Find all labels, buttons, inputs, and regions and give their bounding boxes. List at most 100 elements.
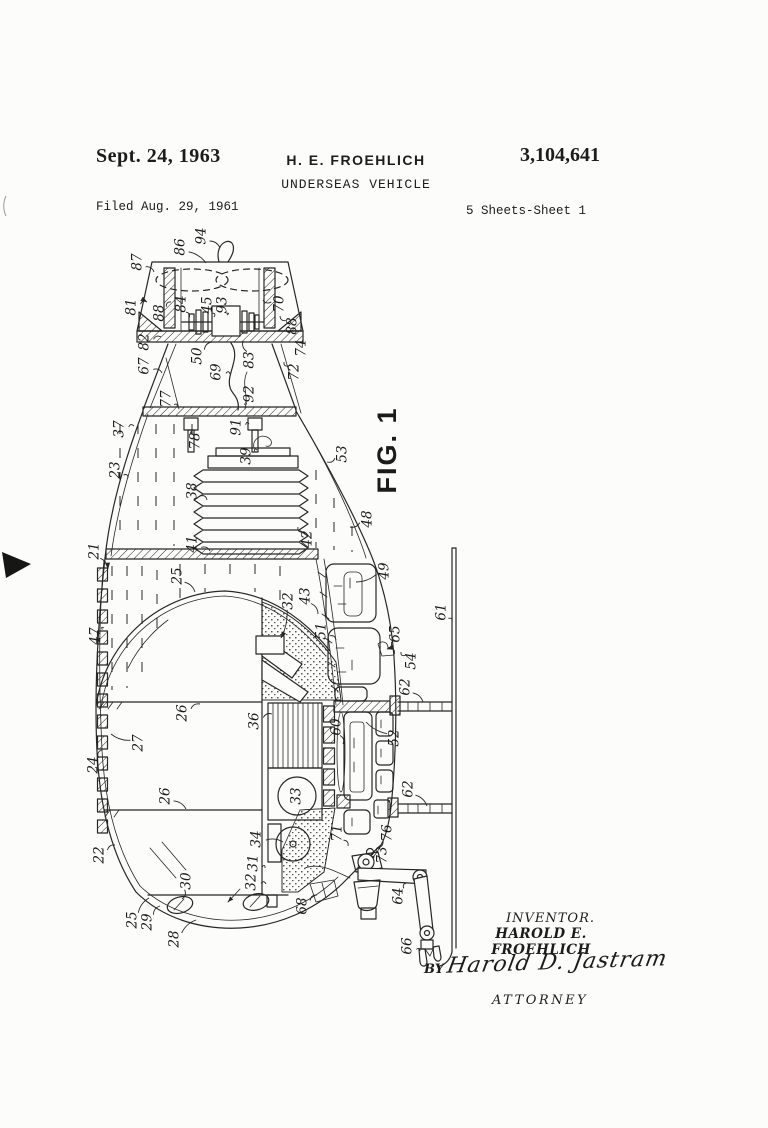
leader-line [98,750,102,757]
ref-label-71: 71 [330,824,346,841]
pipe-69 [229,343,238,410]
ref-label-29: 29 [140,913,156,932]
svg-text:47: 47 [88,627,104,646]
svg-text:24: 24 [86,756,102,774]
svg-text:88: 88 [152,304,168,322]
skid-strut-upper [390,696,452,715]
svg-text:34: 34 [249,830,265,847]
ref-label-22: 22 [92,846,108,864]
ref-label-91: 91 [229,418,245,435]
ref-label-32: 32 [281,592,297,609]
equipment-bay [326,564,395,834]
ref-label-39: 39 [239,447,255,465]
leader-line [226,372,230,374]
ref-label-62: 62 [398,678,414,695]
svg-text:66: 66 [400,937,416,955]
ref-label-34: 34 [249,830,265,847]
svg-text:32: 32 [244,873,260,890]
svg-text:26: 26 [158,787,174,806]
ref-label-81: 81 [124,298,140,315]
ref-label-33: 33 [289,787,305,804]
ref-label-94: 94 [194,227,210,244]
ref-label-32: 32 [244,873,260,890]
leader-line [182,890,185,899]
svg-text:65: 65 [388,625,404,642]
fitting-39 [254,436,272,448]
leader-line [174,801,186,809]
ref-label-93: 93 [215,296,231,313]
leader-line [138,898,149,913]
skid-strut-lower [388,798,452,817]
svg-text:62: 62 [401,780,417,797]
svg-text:32: 32 [281,592,297,609]
svg-text:83: 83 [242,351,258,368]
ref-label-64: 64 [391,887,407,904]
leader-line [255,449,257,451]
svg-text:64: 64 [391,887,407,904]
ref-label-21: 21 [87,542,103,560]
attorney-caption: ATTORNEY [492,993,588,1008]
svg-text:76: 76 [380,824,396,842]
ref-label-88: 88 [285,317,301,335]
ref-label-92: 92 [242,385,258,402]
svg-text:70: 70 [272,295,288,313]
ref-label-74: 74 [294,339,310,356]
svg-text:28: 28 [167,930,183,949]
ref-label-38: 38 [185,482,201,500]
ref-label-27: 27 [131,734,147,753]
svg-text:42: 42 [300,530,316,548]
leader-line [185,582,195,592]
ref-label-42: 42 [300,530,316,548]
hull [96,411,396,928]
ref-label-83: 83 [242,351,258,368]
ref-label-87: 87 [130,253,146,271]
leader-line [129,425,134,428]
svg-text:41: 41 [185,535,201,553]
ref-label-51: 51 [314,622,330,639]
ref-label-24: 24 [86,756,102,774]
svg-text:73: 73 [375,846,391,863]
ref-label-67: 67 [137,357,153,375]
svg-text:67: 67 [137,357,153,375]
ref-label-41: 41 [185,535,201,553]
svg-text:60: 60 [329,718,345,736]
svg-text:31: 31 [246,854,262,871]
leader-line [356,574,377,582]
leader-line [191,704,200,709]
ref-label-66: 66 [400,937,416,955]
ref-label-49: 49 [377,562,393,581]
scan-artifact-mark [2,552,31,578]
svg-text:71: 71 [330,824,346,841]
svg-text:72: 72 [287,363,303,380]
ref-label-82: 82 [137,333,153,350]
leader-line [189,252,206,263]
inventor-caption: INVENTOR. [506,911,595,926]
leader-line [204,342,212,350]
svg-text:69: 69 [209,363,225,381]
svg-text:29: 29 [140,913,156,932]
ref-label-88: 88 [152,304,168,322]
ref-label-77: 77 [159,390,175,408]
svg-text:92: 92 [242,385,258,402]
leader-line [209,241,220,248]
svg-text:93: 93 [215,296,231,313]
svg-text:38: 38 [185,482,201,500]
leader-line [262,865,265,868]
ref-label-69: 69 [209,363,225,381]
ref-label-78: 78 [188,432,204,450]
ref-label-31: 31 [246,854,262,871]
upper-bulkhead [143,407,296,452]
svg-text:30: 30 [179,872,195,890]
svg-text:39: 39 [239,447,255,465]
svg-text:86: 86 [173,238,189,256]
svg-text:FIG. 1: FIG. 1 [372,406,402,493]
leader-line [310,895,317,900]
svg-text:49: 49 [377,562,393,581]
svg-text:23: 23 [108,461,124,479]
ref-label-30: 30 [179,872,195,890]
leader-line [201,496,207,500]
svg-text:77: 77 [159,390,175,408]
ref-label-28: 28 [167,930,183,949]
margin-mark [4,196,6,216]
by-label: BY [424,962,444,977]
